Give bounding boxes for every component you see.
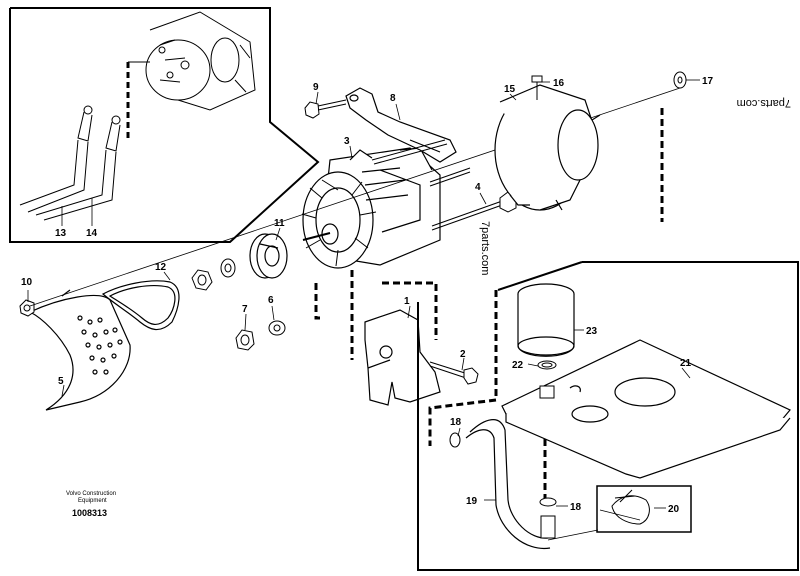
hose-fitting <box>540 515 556 539</box>
callout-8: 8 <box>390 93 396 104</box>
fan-shroud-15 <box>494 84 601 211</box>
pulley <box>249 233 288 279</box>
callout-1: 1 <box>404 296 410 307</box>
callout-19: 19 <box>466 496 478 507</box>
callout-6: 6 <box>268 295 274 306</box>
callout-7: 7 <box>242 304 248 315</box>
inset-alternator-rear <box>145 11 256 111</box>
callout-15: 15 <box>504 84 516 95</box>
filter-adapter <box>539 385 555 399</box>
inset-detail-frame <box>9 7 320 243</box>
callout-17: 17 <box>702 76 714 87</box>
nut-7 <box>235 329 255 351</box>
bolt-2 <box>429 361 479 385</box>
callout-18-upper: 18 <box>450 417 462 428</box>
brand-line-1: Volvo Construction <box>66 491 116 497</box>
callout-3: 3 <box>344 136 350 147</box>
inset-cable-terminals <box>19 105 121 221</box>
callout-2: 2 <box>460 349 466 360</box>
callout-4: 4 <box>475 182 481 193</box>
mounting-plate-21 <box>501 339 791 479</box>
dashed-leader-lines <box>314 108 664 500</box>
alternator-body <box>302 147 441 269</box>
filter-23 <box>517 283 575 357</box>
hose-clamp-18a <box>449 432 461 448</box>
inset-dashed-lead <box>126 61 150 142</box>
callout-21: 21 <box>680 358 692 369</box>
alternator-fan-blades <box>301 179 377 267</box>
callout-leaders <box>27 79 700 509</box>
bolt-9 <box>304 99 347 119</box>
washer-6 <box>268 320 286 336</box>
callout-14: 14 <box>86 228 98 239</box>
callout-9: 9 <box>313 82 319 93</box>
callout-18-lower: 18 <box>570 502 582 513</box>
clip-leader <box>547 529 599 541</box>
inset-cab-frame <box>417 261 799 571</box>
clip-detail-box <box>596 485 692 533</box>
callout-5: 5 <box>58 376 64 387</box>
callout-16: 16 <box>553 78 565 89</box>
bolt-16 <box>531 75 543 100</box>
long-bolt-4 <box>431 191 517 231</box>
hose-19 <box>465 419 551 550</box>
washer-17 <box>673 71 687 89</box>
hose-clamp-18b <box>539 497 557 507</box>
mounting-bracket-1 <box>364 309 441 406</box>
spacer-washer <box>220 258 236 278</box>
v-belt <box>101 280 180 331</box>
callout-23: 23 <box>586 326 598 337</box>
guard-bolt <box>19 299 35 317</box>
bracket-8 <box>345 87 457 163</box>
watermark-top-right: 7parts.com <box>737 97 791 109</box>
callout-20: 20 <box>668 504 680 515</box>
callout-13: 13 <box>55 228 67 239</box>
watermark-center: 7parts.com <box>479 221 491 275</box>
callout-10: 10 <box>21 277 33 288</box>
pulley-nut <box>191 269 213 291</box>
shaft <box>302 232 331 241</box>
through-bolt-3 <box>371 139 471 187</box>
o-ring-22 <box>537 360 557 370</box>
callout-12: 12 <box>155 262 167 273</box>
pulley-guard <box>28 289 131 411</box>
callout-11: 11 <box>274 218 285 229</box>
drawing-number: 1008313 <box>72 508 107 518</box>
callout-22: 22 <box>512 360 524 371</box>
brand-line-2: Equipment <box>78 498 107 504</box>
